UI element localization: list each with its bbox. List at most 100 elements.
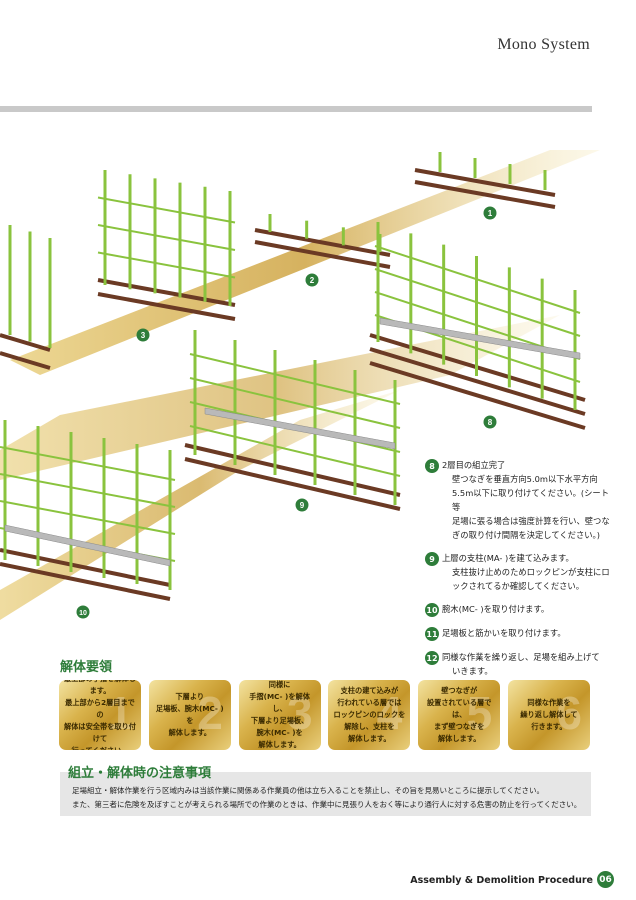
base-beam	[414, 180, 556, 209]
step-title: 足場板と筋かいを取り付けます。	[442, 628, 566, 638]
card-text-line: 行きます。	[531, 722, 567, 731]
deck-board	[379, 317, 581, 360]
rail	[0, 500, 176, 535]
card-text-line: ロックピンのロックを	[333, 710, 406, 719]
card-text-line: 解体します。	[168, 728, 211, 737]
step-body-line: 足場に張る場合は強度計算を行い、壁つな	[452, 516, 610, 526]
base-beam	[254, 240, 391, 269]
step-number: 8	[425, 459, 439, 473]
step-label-text: 2	[310, 276, 315, 285]
card-text: 同様な作業を繰り返し解体して行きます。	[520, 697, 577, 733]
card-text-line: 下層より	[175, 692, 205, 701]
step-body-line: ぎの取り付け間隔を決定してください。)	[452, 530, 600, 540]
step-number: 11	[425, 627, 439, 641]
deck-board	[204, 407, 396, 450]
step-body-line: 5.5m以下に取り付けてください。(シート等	[452, 488, 610, 512]
notes-title-wrap: 組立・解体時の注意事項	[60, 762, 591, 781]
step-title: 上層の支柱(MA- )を建て込みます。	[442, 553, 574, 563]
rail	[374, 268, 581, 337]
step-number: 10	[425, 603, 439, 617]
rail	[97, 251, 236, 279]
card-text-line: 同様に	[268, 680, 291, 689]
base-beam	[254, 228, 391, 257]
notes-box: 足場組立・解体作業を行う区域内みは当該作業に関係ある作業員の他は立ち入ることを禁…	[60, 772, 591, 816]
card-text-line: 支柱の建て込みが	[340, 686, 399, 695]
demolition-card: 1最上部の手摺を解体します。最上部から2層目までの解体は安全帯を取り付けて行って…	[59, 680, 141, 750]
base-beam	[184, 457, 401, 511]
demolition-title: 解体要領	[60, 660, 113, 675]
card-text-line: 足場板、腕木(MC- )を	[155, 704, 224, 725]
step-text: 同様な作業を繰り返し、足場を組み上げていきます。	[442, 650, 600, 678]
card-watermark-number: 6	[556, 687, 582, 739]
step-label-text: 10	[79, 610, 87, 617]
step-number: 12	[425, 651, 439, 665]
step-number: 9	[425, 552, 439, 566]
base-beam	[0, 351, 51, 370]
note-line: また、第三者に危険を及ぼすことが考えられる場所での作業のときは、作業中に見張り人…	[72, 800, 582, 809]
step-label-text: 9	[300, 501, 305, 510]
step-label-badge	[295, 498, 309, 512]
page-number: 06	[597, 871, 614, 888]
step-text: 上層の支柱(MA- )を建て込みます。支柱抜け止めのためロックピンが支柱にロック…	[442, 551, 610, 593]
rail	[374, 245, 581, 314]
card-watermark-number: 4	[376, 687, 403, 739]
card-text-line: 解体します。	[258, 740, 301, 749]
rail	[189, 425, 401, 477]
rail	[0, 446, 176, 481]
step-label-badge	[483, 415, 497, 429]
card-text-line: 行ってください。	[63, 745, 137, 750]
base-beam	[369, 347, 586, 416]
step-text: 腕木(MC- )を取り付けます。	[442, 602, 549, 617]
card-text-line: 手摺(MC- )を解体し、	[249, 692, 310, 713]
step-body-line: 壁つなぎを垂直方向5.0m以下水平方向	[452, 474, 598, 484]
step-label-badge	[136, 328, 150, 342]
header-title: Mono System	[497, 36, 590, 53]
base-beam	[97, 292, 236, 321]
card-watermark-number: 3	[287, 687, 313, 739]
step-body-line: ックされてるか確認してください。	[452, 581, 585, 591]
step-title: 2層目の組立完了	[442, 460, 506, 470]
card-text-line: 最上部の手摺を解体します。	[64, 680, 136, 695]
step-label-badge	[305, 273, 319, 287]
rail	[0, 473, 176, 508]
card-text-line: 行われている層では	[337, 698, 402, 707]
step-text: 足場板と筋かいを取り付けます。	[442, 626, 566, 641]
scaffold-structures	[0, 152, 586, 601]
demolition-cards: 1最上部の手摺を解体します。最上部から2層目までの解体は安全帯を取り付けて行って…	[59, 680, 590, 750]
card-watermark-number: 5	[466, 687, 493, 739]
card-text-line: 腕木(MC- )を	[256, 728, 303, 737]
card-text-line: 設置されている層では、	[426, 698, 492, 719]
card-text-line: 解体します。	[348, 734, 391, 743]
step-label-text: 3	[141, 331, 146, 340]
rail	[97, 224, 236, 251]
card-text: 下層より足場板、腕木(MC- )を解体します。	[153, 691, 227, 739]
step-text: 2層目の組立完了壁つなぎを垂直方向5.0m以下水平方向 5.5m以下に取り付けてく…	[442, 458, 611, 542]
card-text-line: 下層より足場板、	[250, 716, 309, 725]
step-label-text: 8	[488, 418, 493, 427]
card-text: 同様に手摺(MC- )を解体し、下層より足場板、腕木(MC- )を解体します。	[243, 680, 317, 750]
card-text-line: 最上部から2層目までの	[65, 698, 135, 719]
card-text-line: 解体します。	[437, 734, 481, 743]
base-beam	[414, 168, 556, 197]
deck-board	[4, 524, 171, 567]
card-text-line: 解体は安全帯を取り付けて	[64, 722, 136, 743]
card-text-line: 繰り返し解体して	[520, 710, 578, 719]
card-text-line: 解除し、支柱を	[344, 722, 395, 731]
card-text-line: 壁つなぎが	[441, 686, 478, 695]
card-text: 支柱の建て込みが行われている層ではロックピンのロックを解除し、支柱を解体します。	[333, 685, 405, 745]
step-title: 腕木(MC- )を取り付けます。	[442, 604, 550, 614]
step-label-badge	[76, 605, 90, 619]
card-watermark-number: 1	[107, 687, 133, 739]
